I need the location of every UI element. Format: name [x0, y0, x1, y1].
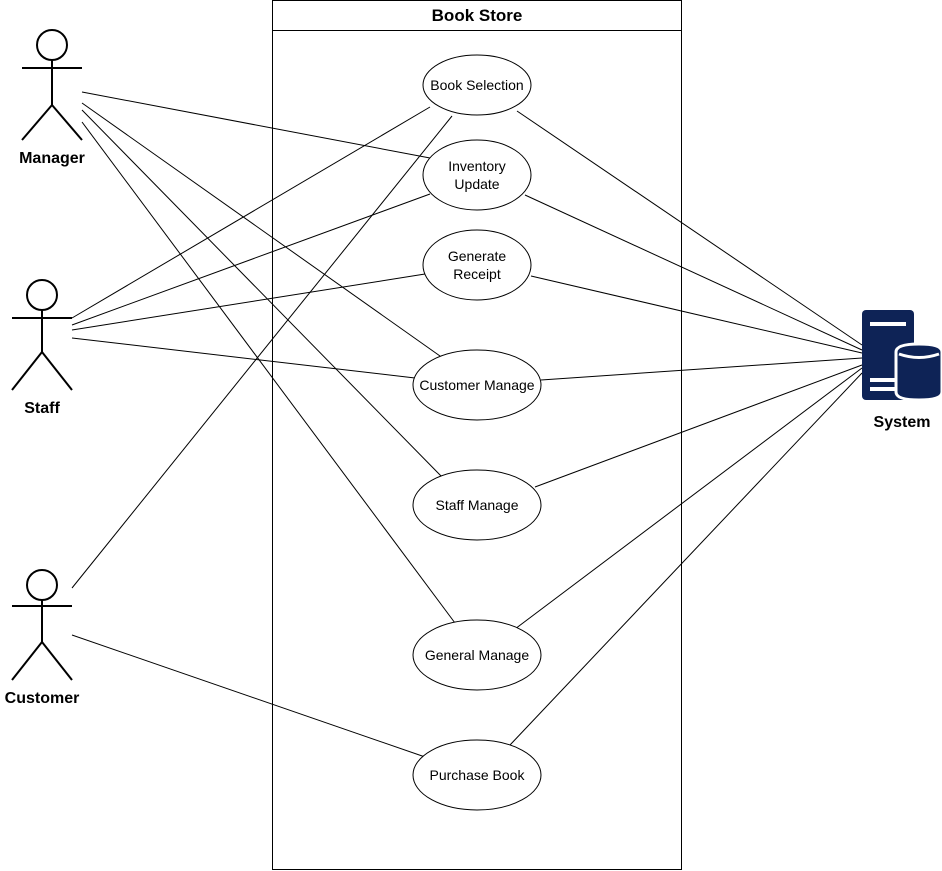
- use-case-general-manage[interactable]: General Manage: [412, 619, 542, 691]
- server-database-icon: [862, 310, 942, 402]
- boundary-title: Book Store: [432, 6, 523, 25]
- stick-figure-icon: [26, 279, 58, 311]
- association-system-general-manage: [514, 367, 863, 630]
- boundary-frame: [272, 0, 682, 870]
- association-staff-generate-receipt: [71, 273, 426, 331]
- association-system-purchase-book: [509, 372, 863, 746]
- stick-figure-icon: [26, 569, 58, 601]
- use-case-label: General Manage: [425, 647, 530, 663]
- actor-system[interactable]: [862, 310, 942, 402]
- association-staff-book-selection: [71, 106, 431, 319]
- association-manager-customer-manage: [81, 102, 441, 357]
- use-case-label-line-1: Generate: [448, 248, 507, 264]
- association-manager-inventory-update: [81, 91, 431, 159]
- association-manager-staff-manage: [81, 109, 444, 479]
- use-case-label: Customer Manage: [419, 377, 534, 393]
- association-system-inventory-update: [524, 194, 863, 351]
- association-customer-book-selection: [71, 115, 453, 589]
- stick-figure-icon: [36, 29, 68, 61]
- association-system-staff-manage: [534, 364, 863, 488]
- system-boundary: Book Store: [272, 0, 682, 870]
- association-customer-purchase-book: [71, 634, 429, 759]
- use-case-customer-manage[interactable]: Customer Manage: [412, 349, 542, 421]
- actor-label-system: System: [874, 414, 931, 431]
- actor-customer[interactable]: [11, 569, 73, 681]
- use-case-label-line-2: Receipt: [453, 266, 501, 282]
- use-case-label: Purchase Book: [430, 767, 526, 783]
- association-staff-customer-manage: [71, 337, 416, 379]
- use-case-label: Book Selection: [430, 77, 523, 93]
- use-case-staff-manage[interactable]: Staff Manage: [412, 469, 542, 541]
- association-manager-general-manage: [81, 121, 456, 624]
- actor-staff[interactable]: [11, 279, 73, 391]
- use-case-label-line-2: Update: [454, 176, 499, 192]
- use-case-generate-receipt[interactable]: Generate Receipt: [422, 229, 532, 301]
- actor-label-manager: Manager: [19, 150, 85, 167]
- use-case-purchase-book[interactable]: Purchase Book: [412, 739, 542, 811]
- association-staff-inventory-update: [71, 193, 431, 326]
- use-case-label: Staff Manage: [435, 497, 518, 513]
- use-case-inventory-update[interactable]: Inventory Update: [422, 139, 532, 211]
- association-system-customer-manage: [540, 357, 863, 381]
- association-lines: [71, 91, 863, 759]
- actor-manager[interactable]: [21, 29, 83, 141]
- association-system-book-selection: [516, 110, 863, 346]
- actor-label-staff: Staff: [24, 400, 60, 417]
- association-system-generate-receipt: [530, 275, 863, 354]
- use-case-book-selection[interactable]: Book Selection: [422, 54, 532, 116]
- use-case-label-line-1: Inventory: [448, 158, 506, 174]
- actor-label-customer: Customer: [5, 690, 80, 707]
